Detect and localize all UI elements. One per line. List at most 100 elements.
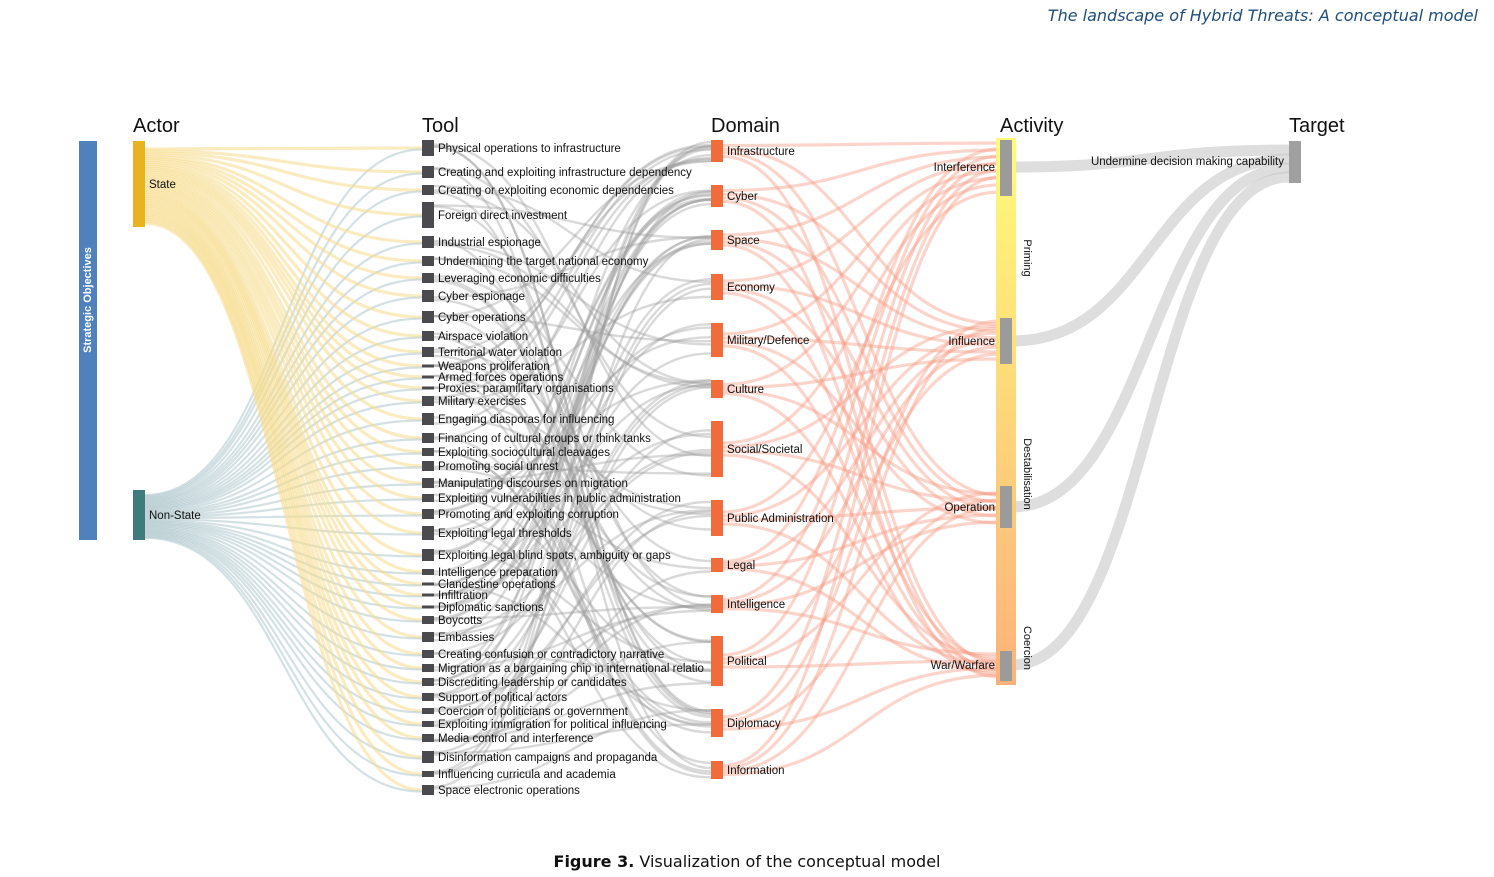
link-tool-to-domain <box>433 723 712 755</box>
link-state-to-tool <box>144 193 423 574</box>
domain-label-infrastructure: Infrastructure <box>727 146 795 158</box>
tool-node <box>422 433 434 443</box>
link-tool-to-domain <box>433 197 712 513</box>
activity-node-war-warfare <box>1000 651 1012 681</box>
link-state-to-tool <box>144 194 423 586</box>
column-title-target: Target <box>1289 115 1345 137</box>
link-tool-to-domain <box>433 295 712 404</box>
tool-node <box>422 494 434 502</box>
document-header-title: The landscape of Hybrid Threats: A conce… <box>1047 6 1478 25</box>
domain-label-intelligence: Intelligence <box>727 599 785 611</box>
link-tool-to-domain <box>433 374 712 598</box>
link-tool-to-domain <box>433 435 712 724</box>
tool-label: Exploiting legal blind spots, ambiguity … <box>438 550 671 562</box>
link-tool-to-domain <box>433 189 712 425</box>
link-domain-to-activity <box>722 283 1001 347</box>
link-state-to-tool <box>144 202 423 639</box>
link-domain-to-activity <box>722 331 1001 518</box>
tool-label: Airspace violation <box>438 331 528 343</box>
link-state-to-tool <box>144 166 423 354</box>
link-tool-to-domain <box>433 202 712 622</box>
tool-node <box>422 734 434 742</box>
link-tool-to-domain <box>433 493 712 671</box>
tool-label: Coercion of politicians or government <box>438 706 629 718</box>
link-state-to-tool <box>144 170 423 379</box>
link-domain-to-activity <box>722 162 1001 283</box>
link-state-to-tool <box>144 200 423 622</box>
tool-label: Military exercises <box>438 396 526 408</box>
link-tool-to-domain <box>433 335 712 503</box>
link-domain-to-activity <box>722 183 1001 445</box>
link-state-to-tool <box>144 221 423 792</box>
link-state-to-tool <box>144 146 423 151</box>
link-tool-to-domain <box>433 282 712 726</box>
tool-label: Cyber espionage <box>438 291 525 303</box>
domain-label-cyber: Cyber <box>727 191 758 203</box>
link-nonstate-to-tool <box>144 521 423 587</box>
tool-label: Embassies <box>438 632 494 644</box>
tool-label: Industrial espionage <box>438 237 541 249</box>
link-activity-to-target <box>1011 153 1290 347</box>
link-tool-to-domain <box>433 383 712 697</box>
tool-node <box>422 526 434 540</box>
link-tool-to-domain <box>433 315 712 665</box>
tool-label: Exploiting immigration for political inf… <box>438 719 667 731</box>
link-nonstate-to-tool <box>144 523 423 610</box>
actor-label-state: State <box>149 179 176 191</box>
link-tool-to-domain <box>433 348 712 531</box>
link-tool-to-domain <box>433 605 712 620</box>
tool-label: Influencing curricula and academia <box>438 769 616 781</box>
tool-label: Manipulating discourses on migration <box>438 478 628 490</box>
tool-label: Physical operations to infrastructure <box>438 143 621 155</box>
figure-caption-text: Visualization of the conceptual model <box>634 852 941 871</box>
link-tool-to-domain <box>433 298 712 563</box>
link-nonstate-to-tool <box>144 529 423 685</box>
link-domain-to-activity <box>722 147 1001 564</box>
link-nonstate-to-tool <box>144 520 423 575</box>
link-domain-to-activity <box>722 154 1001 665</box>
link-state-to-tool <box>144 210 423 699</box>
target-label: Undermine decision making capability <box>1091 156 1284 168</box>
link-state-to-tool <box>144 189 423 535</box>
link-state-to-tool <box>144 181 423 468</box>
link-tool-to-domain <box>433 157 712 441</box>
link-state-to-tool <box>144 196 423 597</box>
domain-node-military-defence <box>711 323 723 357</box>
link-tool-to-domain <box>433 144 712 773</box>
link-tool-to-domain <box>433 145 712 682</box>
link-tool-to-domain <box>433 148 712 389</box>
tool-label: Territorial water violation <box>438 347 562 359</box>
tool-node <box>422 166 434 178</box>
link-state-to-tool <box>144 164 423 338</box>
link-domain-to-activity <box>722 498 1001 727</box>
domain-node-social-societal <box>711 421 723 477</box>
link-domain-to-activity <box>722 196 1001 504</box>
tool-node <box>422 256 434 266</box>
link-tool-to-domain <box>433 379 712 686</box>
domain-node-economy <box>711 274 723 300</box>
link-tool-to-domain <box>433 204 712 240</box>
link-state-to-tool <box>144 158 423 280</box>
link-domain-to-activity <box>722 147 1001 326</box>
link-domain-to-activity <box>722 161 1001 657</box>
tool-label: Clandestine operations <box>438 579 556 591</box>
column-title-domain: Domain <box>711 115 780 137</box>
link-tool-to-domain <box>433 239 712 718</box>
link-state-to-tool <box>144 191 423 557</box>
tool-node <box>422 185 434 195</box>
domain-label-space: Space <box>727 235 760 247</box>
actor-label-non-state: Non-State <box>149 510 201 522</box>
link-tool-to-domain <box>433 514 712 711</box>
link-tool-to-domain <box>433 509 712 637</box>
link-state-to-tool <box>144 156 423 263</box>
link-tool-to-domain <box>433 323 712 608</box>
link-domain-to-activity <box>722 155 1001 237</box>
link-tool-to-domain <box>433 549 712 664</box>
figure-caption: Figure 3. Visualization of the conceptua… <box>0 852 1494 871</box>
tool-label: Creating or exploiting economic dependen… <box>438 185 674 197</box>
links-layer <box>144 140 1290 793</box>
link-tool-to-domain <box>433 235 712 299</box>
link-tool-to-domain <box>433 603 712 699</box>
tool-label: Exploiting legal thresholds <box>438 528 572 540</box>
link-tool-to-domain <box>433 235 712 587</box>
